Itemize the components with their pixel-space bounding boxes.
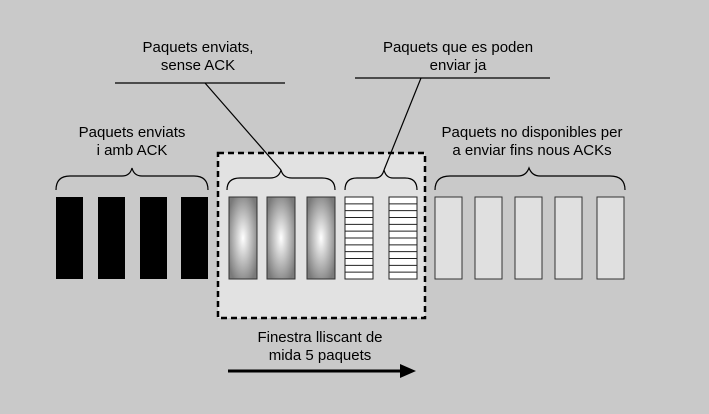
packet-unacked (306, 196, 336, 280)
direction-arrow (228, 364, 416, 378)
packet-acked (181, 197, 208, 279)
packet-unacked (228, 196, 258, 280)
brace-unavailable (434, 166, 626, 191)
packet-acked (98, 197, 125, 279)
packet-unavailable (514, 196, 543, 280)
packet-unavailable (554, 196, 583, 280)
unavailable-packets (434, 196, 625, 280)
pointer-unacked (204, 82, 282, 171)
packet-acked (56, 197, 83, 279)
sendable-packets (344, 196, 418, 280)
label-sent-unacked: Paquets enviats,sense ACK (143, 39, 254, 74)
packet-unavailable (596, 196, 625, 280)
packet-unavailable (474, 196, 503, 280)
packet-unacked (266, 196, 296, 280)
brace-acked (55, 167, 209, 191)
sent-unacked-packets (228, 196, 336, 280)
pointer-sendable (383, 77, 422, 171)
acked-packets (56, 197, 208, 279)
packet-acked (140, 197, 167, 279)
packet-unavailable (434, 196, 463, 280)
